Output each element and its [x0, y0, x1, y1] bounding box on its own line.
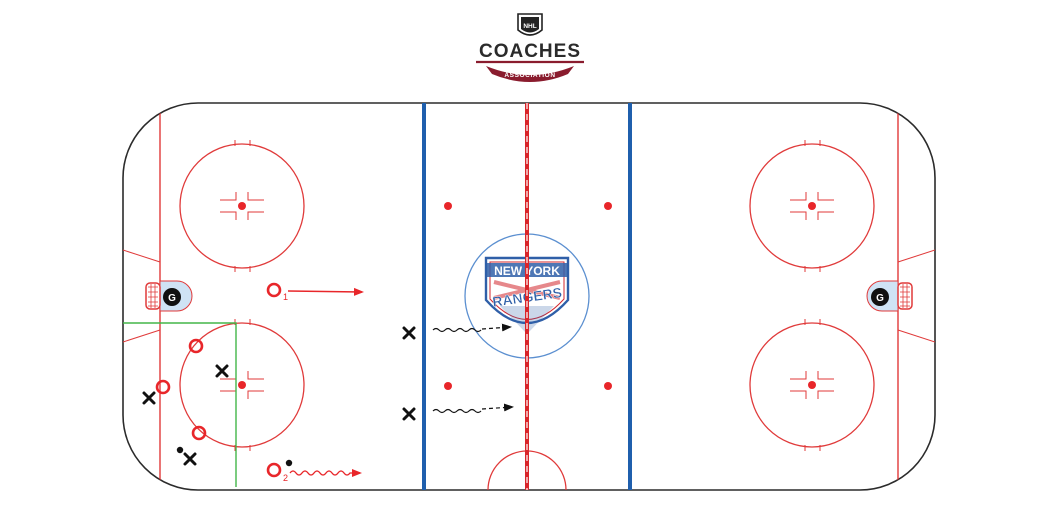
neutral-faceoff-dot [604, 382, 612, 390]
defensive-player-icon [215, 364, 229, 378]
goalie-icon: G [163, 288, 181, 306]
logo-badge-text: NHL [523, 23, 536, 30]
offensive-player [191, 425, 207, 441]
faceoff-circle-right-top [749, 140, 875, 272]
nhl-coaches-association-logo: NHL COACHES ASSOCIATION [476, 13, 584, 82]
right-goalie-label: G [876, 293, 884, 304]
defensive-player-icon [402, 407, 416, 421]
skate-arrow-dash [481, 403, 514, 412]
player-1-label: 1 [283, 292, 288, 302]
logo-subtitle: ASSOCIATION [504, 72, 555, 79]
faceoff-circle-left-bottom [179, 319, 305, 451]
neutral-faceoff-dot [604, 202, 612, 210]
center-red-line [525, 103, 529, 490]
logo-title: COACHES [479, 41, 581, 62]
skate-with-puck-arrow [289, 469, 362, 477]
nhl-shield-icon: NHL [517, 13, 543, 36]
defensive-player-icon [183, 452, 197, 466]
puck-icon [176, 446, 184, 454]
left-blue-line [422, 103, 426, 490]
offensive-player [155, 379, 171, 395]
defensive-player-icon [142, 391, 156, 405]
skate-arrow [432, 327, 482, 333]
puck-icon [285, 459, 293, 467]
offensive-player-2: 2 [266, 462, 288, 483]
offensive-player-1: 1 [266, 282, 288, 302]
left-goalie-label: G [168, 293, 176, 304]
player-2-label: 2 [283, 473, 288, 483]
neutral-faceoff-dot [444, 202, 452, 210]
skate-arrow [432, 408, 482, 414]
neutral-faceoff-dot [444, 382, 452, 390]
goalie-icon: G [871, 288, 889, 306]
offensive-player [188, 338, 204, 354]
green-zone-line [123, 322, 237, 487]
defensive-player-icon [402, 326, 416, 340]
faceoff-circle-left-top [179, 140, 305, 272]
right-blue-line [628, 103, 632, 490]
faceoff-circle-right-bottom [749, 319, 875, 451]
pass-arrow [287, 287, 364, 296]
skate-arrow-dash [481, 323, 512, 332]
